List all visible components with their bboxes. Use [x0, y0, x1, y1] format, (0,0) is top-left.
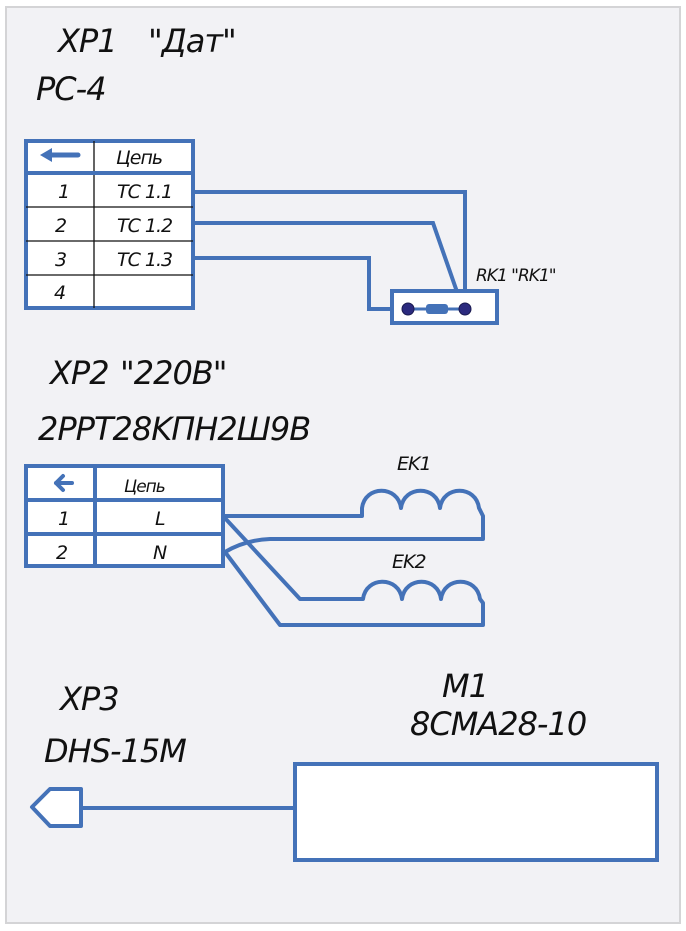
- xp1-pin: 2: [55, 215, 66, 237]
- terminal-dot: [401, 302, 415, 316]
- ek1-label: EK1: [397, 453, 431, 475]
- wire-tc-1-1: [193, 190, 467, 309]
- xp3-connector-symbol: [30, 787, 83, 828]
- xp1-pin: 3: [55, 249, 66, 271]
- xp1-designation: XP1: [56, 22, 117, 60]
- xp2-designation: XP2: [48, 354, 109, 392]
- ek2-heater-coil: [221, 514, 485, 627]
- m1-motor-box: [293, 762, 659, 862]
- xp2-header-circuit: Цепь: [124, 477, 165, 497]
- rk1-resistor-body: [426, 304, 448, 314]
- xp1-pin: 1: [58, 181, 69, 203]
- xp1-circuit: TC 1.3: [117, 249, 172, 271]
- xp1-pin: 4: [54, 282, 65, 304]
- xp2-pin-table: Цепь 1 L 2 N: [24, 464, 225, 568]
- arrow-left-icon: [54, 474, 74, 492]
- xp1-header-circuit: Цепь: [116, 147, 162, 169]
- m1-type: 8CMA28-10: [410, 705, 586, 743]
- wire-tc-1-3: [193, 256, 408, 311]
- ek2-label: EK2: [392, 551, 426, 573]
- xp1-pin-table: Цепь 1 TC 1.1 2 TC 1.2 3 TC 1.3 4: [24, 139, 195, 310]
- xp2-type: 2PPT28KПH2Ш9B: [38, 410, 310, 448]
- xp1-rk1-wires: [193, 190, 467, 311]
- xp2-circuit: N: [153, 542, 167, 564]
- xp2-circuit: L: [155, 508, 165, 530]
- xp2-pin: 1: [58, 508, 69, 530]
- xp1-circuit: TC 1.1: [117, 181, 172, 203]
- xp3-type: DHS-15M: [44, 732, 186, 770]
- m1-designation: M1: [442, 667, 488, 705]
- xp1-table-frame: [24, 139, 195, 310]
- xp3-designation: XP3: [58, 680, 119, 718]
- terminal-dot: [458, 302, 472, 316]
- xp2-pin: 2: [56, 542, 67, 564]
- xp1-type: PC-4: [36, 70, 106, 108]
- rk1-label: RK1 "RK1": [476, 266, 556, 286]
- wire-tc-1-2: [193, 221, 465, 310]
- rk1-thermistor: [390, 289, 499, 325]
- xp2-name: "220B": [120, 354, 226, 392]
- xp1-name: "Дат": [148, 22, 236, 60]
- ek1-heater-coil: [223, 488, 485, 554]
- arrow-left-icon: [40, 148, 81, 162]
- xp1-circuit: TC 1.2: [117, 215, 172, 237]
- heater-wiring: [221, 488, 485, 627]
